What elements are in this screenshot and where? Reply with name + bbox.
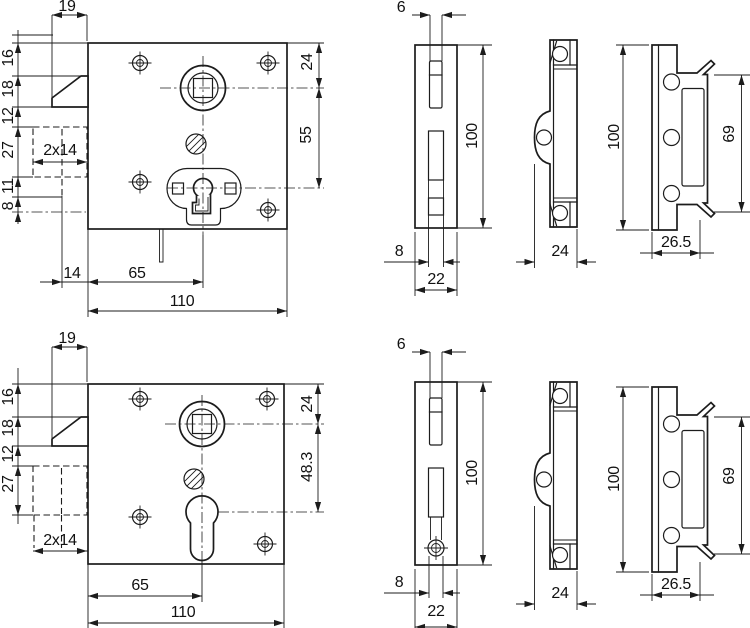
dim-keeper-depth-2: 24 [551, 585, 569, 602]
dim-chain-8-1: 8 [0, 201, 17, 210]
dim-face-height-2: 100 [464, 460, 481, 486]
dim-follower-offset-2: 24 [299, 395, 316, 413]
dim-latch-width-2: 19 [58, 330, 76, 347]
dim-keeper-front-depth-1: 26.5 [661, 234, 691, 251]
dim-slot-width-2: 6 [397, 336, 406, 353]
dim-keeper-depth-1: 24 [551, 243, 569, 260]
dim-tab-width-1: 8 [395, 243, 404, 260]
dim-chain-12-2: 12 [0, 445, 17, 463]
dim-chain-12-1: 12 [0, 107, 17, 125]
dim-chain-11-1: 11 [0, 178, 17, 194]
dim-latch-width-1: 19 [58, 0, 76, 15]
dim-case-width-2: 110 [171, 604, 196, 621]
dim-chain-16-2: 16 [0, 388, 17, 406]
dim-face-width-1: 22 [427, 271, 445, 288]
screw-tab-cutout [427, 197, 445, 216]
dim-follower-keyhole-1: 55 [298, 126, 315, 144]
latch-bolt [51, 75, 89, 108]
latch-bolt [51, 416, 89, 447]
dim-case-width-1: 110 [170, 293, 195, 310]
dim-follower-offset-1: 24 [299, 53, 316, 71]
dim-bolt-throw-2: 2x14 [43, 532, 77, 549]
dim-slot-width-1: 6 [397, 0, 406, 16]
dim-latch-offset-1: 14 [63, 265, 81, 282]
dim-chain-18-1: 18 [0, 80, 17, 98]
dimensions-lower-lock [12, 343, 324, 628]
mounting-pin [159, 229, 164, 263]
dim-keeper-height-2: 100 [606, 466, 623, 492]
dead-bolt [32, 465, 88, 516]
dim-backset-2: 65 [131, 577, 149, 594]
dim-chain-27-1: 27 [0, 141, 17, 159]
lock-front-view-lower: 19 16 18 12 27 2x14 65 110 24 48.3 [0, 330, 324, 628]
dimensions-upper-lock [12, 11, 324, 317]
dim-follower-cylinder-2: 48.3 [299, 452, 316, 482]
dim-face-width-2: 22 [427, 603, 445, 620]
dim-chain-18-2: 18 [0, 419, 17, 437]
dim-chain-16-1: 16 [0, 49, 17, 67]
dead-bolt [32, 126, 88, 178]
dim-bolt-throw-1: 2x14 [43, 142, 77, 159]
keeper-side-view-upper: 24 [516, 40, 596, 268]
dim-backset-1: 65 [128, 265, 146, 282]
dim-catch-height-2: 69 [721, 467, 738, 485]
keeper-front-view-upper: 100 69 26.5 [606, 45, 750, 259]
keeper-front-view-lower: 100 69 26.5 [606, 387, 750, 601]
dim-keeper-front-depth-2: 26.5 [661, 576, 691, 593]
dim-catch-height-1: 69 [721, 125, 738, 143]
dim-chain-27-2: 27 [0, 475, 17, 493]
faceplate-view-lower: 6 100 8 22 [384, 336, 492, 628]
dim-keeper-height-1: 100 [606, 124, 623, 150]
keeper-side-view-lower: 24 [516, 382, 596, 610]
dim-face-height-1: 100 [464, 123, 481, 149]
dim-tab-width-2: 8 [395, 574, 404, 591]
faceplate-view-upper: 6 100 8 22 [384, 0, 492, 296]
lock-front-view-upper: 19 16 18 12 27 11 8 2x14 14 65 110 24 55 [0, 0, 324, 317]
